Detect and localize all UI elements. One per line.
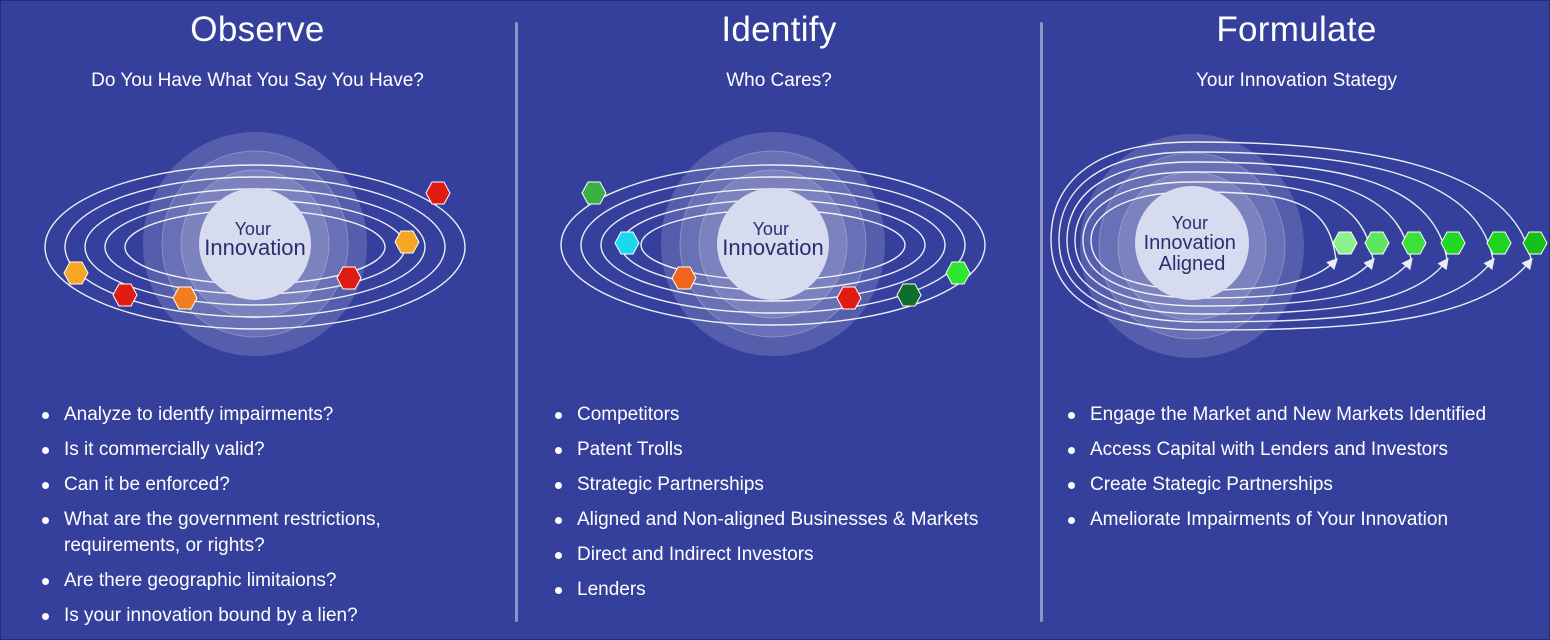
node-hexagon	[425, 181, 451, 205]
nodes	[63, 181, 451, 310]
panel-formulate: Formulate Your Innovation Stategy Your I…	[1043, 0, 1550, 640]
bullet-list: Competitors Patent Trolls Strategic Part…	[555, 402, 1025, 612]
bullet-item: Aligned and Non-aligned Businesses & Mar…	[555, 507, 1025, 533]
panel-title: Observe	[190, 10, 325, 49]
node-hexagon	[1522, 231, 1548, 255]
bullet-item: Is your innovation bound by a lien?	[42, 603, 462, 629]
node-hexagon	[1364, 231, 1390, 255]
center-label-line-1: Your	[235, 219, 271, 239]
bullet-item: Competitors	[555, 402, 1025, 428]
innovation-core	[199, 188, 311, 300]
node-hexagon	[671, 266, 697, 290]
panel-subtitle: Do You Have What You Say You Have?	[91, 70, 424, 91]
divider-1	[515, 22, 518, 622]
node-hexagon	[336, 266, 362, 290]
bullet-item: Create Stategic Partnerships	[1068, 472, 1548, 498]
node-hexagon	[614, 231, 640, 255]
panel-subtitle: Who Cares?	[726, 70, 832, 91]
node-hexagon	[1332, 231, 1358, 255]
orbit-diagram: Your Innovation Aligned	[1050, 134, 1548, 358]
node-hexagon	[1440, 231, 1466, 255]
orbit-arcs	[1050, 141, 1533, 331]
node-hexagon	[581, 181, 607, 205]
bullet-list: Analyze to identfy impairments? Is it co…	[42, 402, 462, 638]
panel-title: Identify	[721, 10, 837, 49]
bullet-item: Analyze to identfy impairments?	[42, 402, 462, 428]
panel-title: Formulate	[1216, 10, 1377, 49]
center-label-line-1: Your	[753, 219, 789, 239]
center-label-line-1: Your	[1172, 213, 1208, 233]
svg-text:Your Innovation Al: Your Innovation Aligned	[1144, 213, 1241, 275]
bullet-item: Can it be enforced?	[42, 472, 462, 498]
nodes	[1332, 231, 1548, 255]
center-label-line-2: Innovation	[722, 235, 824, 260]
divider-2	[1040, 22, 1043, 622]
node-hexagon	[1401, 231, 1427, 255]
bullet-item: Is it commercially valid?	[42, 437, 462, 463]
bullet-item: Direct and Indirect Investors	[555, 542, 1025, 568]
node-hexagon	[112, 283, 138, 307]
svg-text:Your Innovation: Your Innovation	[722, 219, 824, 260]
bullet-list: Engage the Market and New Markets Identi…	[1068, 402, 1548, 542]
node-hexagon	[836, 286, 862, 310]
innovation-core	[717, 188, 829, 300]
node-hexagon	[945, 261, 971, 285]
orbit-diagram: Your Innovation	[560, 132, 986, 356]
center-label-line-3: Aligned	[1159, 253, 1226, 275]
bullet-item: Patent Trolls	[555, 437, 1025, 463]
nodes	[581, 181, 971, 310]
bullet-item: Access Capital with Lenders and Investor…	[1068, 437, 1548, 463]
node-hexagon	[1486, 231, 1512, 255]
node-hexagon	[896, 283, 922, 307]
node-hexagon	[394, 230, 420, 254]
bullet-item: Are there geographic limitaions?	[42, 568, 462, 594]
bullet-item: Lenders	[555, 577, 1025, 603]
bullet-item: Ameliorate Impairments of Your Innovatio…	[1068, 507, 1548, 533]
bullet-item: Engage the Market and New Markets Identi…	[1068, 402, 1548, 428]
bullet-item: What are the government restrictions, re…	[42, 507, 434, 559]
bullet-item: Strategic Partnerships	[555, 472, 1025, 498]
panel-identify: Identify Who Cares? Your Innovation	[518, 0, 1040, 640]
orbit-diagram: Your Innovation	[44, 132, 466, 356]
node-hexagon	[63, 261, 89, 285]
center-label-line-2: Innovation	[204, 235, 306, 260]
panel-observe: Observe Do You Have What You Say You Hav…	[0, 0, 515, 640]
innovation-core	[1135, 186, 1249, 300]
center-label-line-2: Innovation	[1144, 232, 1236, 254]
node-hexagon	[172, 286, 198, 310]
panel-subtitle: Your Innovation Stategy	[1195, 70, 1398, 91]
svg-text:Your Innovation: Your Innovation	[204, 219, 306, 260]
